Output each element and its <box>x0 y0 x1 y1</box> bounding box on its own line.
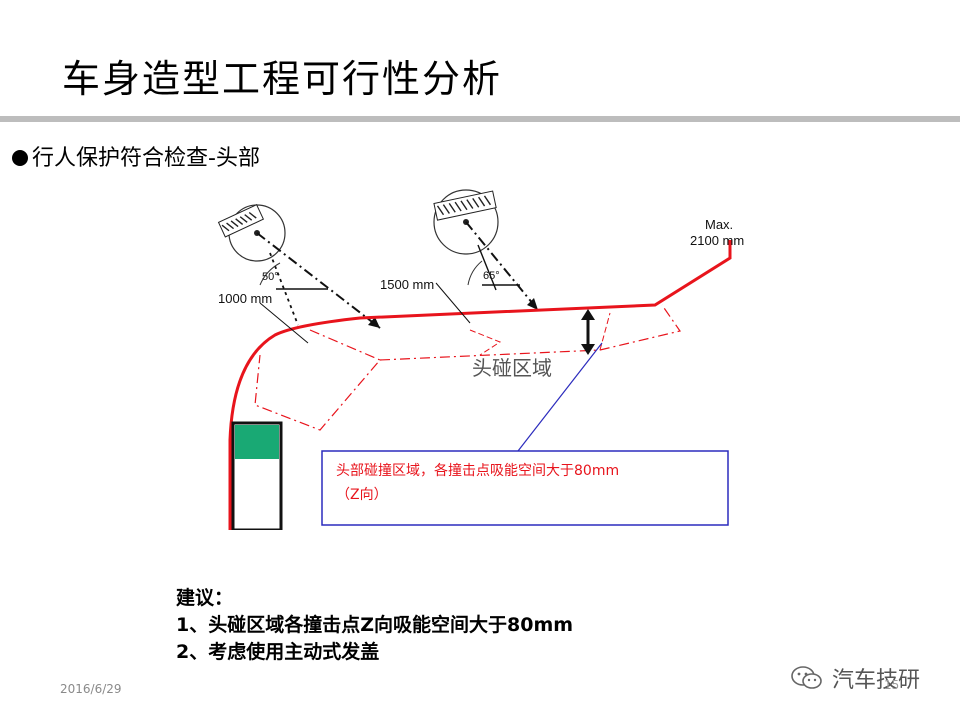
angle-50: 50° <box>262 271 279 283</box>
zone-label: 头碰区域 <box>472 356 552 380</box>
recommendation-heading: 建议： <box>176 587 234 609</box>
car-profile-line <box>228 240 732 530</box>
leader-1500 <box>435 282 471 324</box>
green-block <box>235 425 279 459</box>
bullet-text: 行人保护符合检查-头部 <box>32 146 260 171</box>
note-line-2: （Z向） <box>336 487 388 503</box>
page-number: 15 <box>884 678 900 692</box>
label-1500: 1500 mm <box>380 277 434 292</box>
footer-date: 2016/6/29 <box>60 682 122 696</box>
bullet-item: 行人保护符合检查-头部 <box>12 140 260 172</box>
recommendation-item-1: 1、头碰区域各撞击点Z向吸能空间大于80mm <box>176 614 574 636</box>
note-box <box>321 450 729 526</box>
watermark-text: 汽车技研 <box>832 668 921 693</box>
trajectory-right <box>465 221 539 311</box>
max-label-1: Max. <box>705 217 733 232</box>
title-divider <box>0 116 960 122</box>
head-impactor-left <box>217 203 286 262</box>
wechat-icon <box>791 666 822 689</box>
recommendation-item-2: 2、考虑使用主动式发盖 <box>176 641 380 663</box>
note-leader <box>517 342 603 452</box>
head-impact-diagram: Max. 2100 mm 1500 mm 1000 mm 50° 65° 头碰区… <box>217 189 744 530</box>
label-1000: 1000 mm <box>218 291 272 306</box>
head-impactor-right <box>433 189 499 255</box>
trajectory-left <box>256 232 381 329</box>
slide-title: 车身造型工程可行性分析 <box>62 57 503 101</box>
leader-1000 <box>259 302 309 344</box>
watermark: 汽车技研 <box>790 662 920 694</box>
max-label-2: 2100 mm <box>690 233 744 248</box>
angle-65: 65° <box>483 270 500 282</box>
recommendation-block: 建议： 1、头碰区域各撞击点Z向吸能空间大于80mm 2、考虑使用主动式发盖 <box>176 585 573 666</box>
note-line-1: 头部碰撞区域，各撞击点吸能空间大于80mm <box>336 463 619 479</box>
bullet-dot-icon <box>12 150 28 166</box>
